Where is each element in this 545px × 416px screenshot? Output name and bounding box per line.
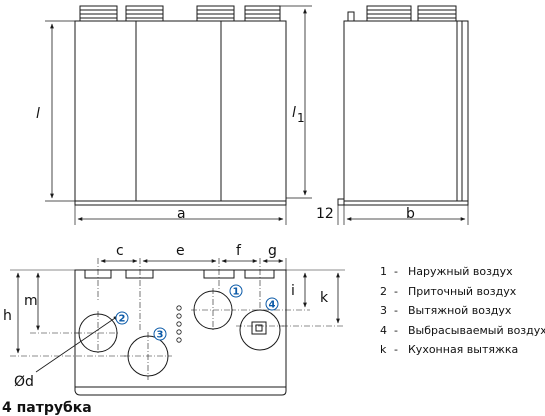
dim-label-a: a xyxy=(177,206,186,222)
front-housing xyxy=(74,20,287,202)
port-badge-3: 3 xyxy=(153,327,167,341)
side-view xyxy=(337,5,469,225)
dim-label-c: c xyxy=(116,243,124,259)
dim-label-g: g xyxy=(268,243,277,259)
svg-text:4: 4 xyxy=(269,300,276,311)
legend-item: k-Кухонная вытяжка xyxy=(380,343,519,356)
dim-label-h: h xyxy=(3,308,12,324)
port-1-circle xyxy=(191,288,235,332)
bottom-housing xyxy=(74,269,287,388)
port-badge-1: 1 xyxy=(229,284,243,298)
legend-item: 1-Наружный воздух xyxy=(380,265,513,278)
port-2-circle xyxy=(76,311,120,355)
port-badge-4: 4 xyxy=(265,297,279,311)
dim-label-diameter: Ød xyxy=(14,374,34,390)
front-top-nozzles xyxy=(79,5,281,22)
svg-text:2: 2 xyxy=(119,314,126,325)
port-3-circle xyxy=(124,332,172,380)
legend-item: 4-Выбрасываемый воздух xyxy=(380,323,545,337)
dim-label-l1: l 1 xyxy=(292,105,305,125)
side-housing xyxy=(343,20,458,202)
dim-label-e: e xyxy=(176,243,185,259)
legend-item: 3-Вытяжной воздух xyxy=(380,304,512,317)
bottom-view xyxy=(10,258,345,396)
legend-label: Приточный воздух xyxy=(408,284,517,298)
dim-label-b: b xyxy=(406,206,415,222)
dim-label-f: f xyxy=(236,243,242,259)
side-top-nozzles xyxy=(366,5,457,22)
bottom-base xyxy=(74,387,287,396)
legend-label: Выбрасываемый воздух xyxy=(408,323,545,337)
svg-text:1: 1 xyxy=(233,287,240,298)
nozzles-note: 4 патрубка xyxy=(2,400,92,416)
front-base xyxy=(74,200,287,206)
indicator-dots xyxy=(176,305,182,343)
svg-text:3: 3 xyxy=(157,330,164,341)
dim-label-i: i xyxy=(291,283,295,299)
dim-label-12: 12 xyxy=(316,206,334,222)
legend-label: Наружный воздух xyxy=(408,265,513,278)
port-badge-2: 2 xyxy=(115,311,129,325)
dim-label-m: m xyxy=(24,293,38,309)
svg-text:l: l xyxy=(292,105,296,121)
legend-label: Вытяжной воздух xyxy=(408,304,512,317)
legend: 1-Наружный воздух 2-Приточный воздух 3-В… xyxy=(380,262,545,360)
svg-text:1: 1 xyxy=(297,111,305,125)
front-view xyxy=(45,5,312,225)
dim-label-l: l xyxy=(36,106,40,122)
port-4-circle xyxy=(236,309,284,351)
legend-label: Кухонная вытяжка xyxy=(408,343,519,356)
dim-label-k: k xyxy=(320,290,329,306)
legend-item: 2-Приточный воздух xyxy=(380,284,517,298)
